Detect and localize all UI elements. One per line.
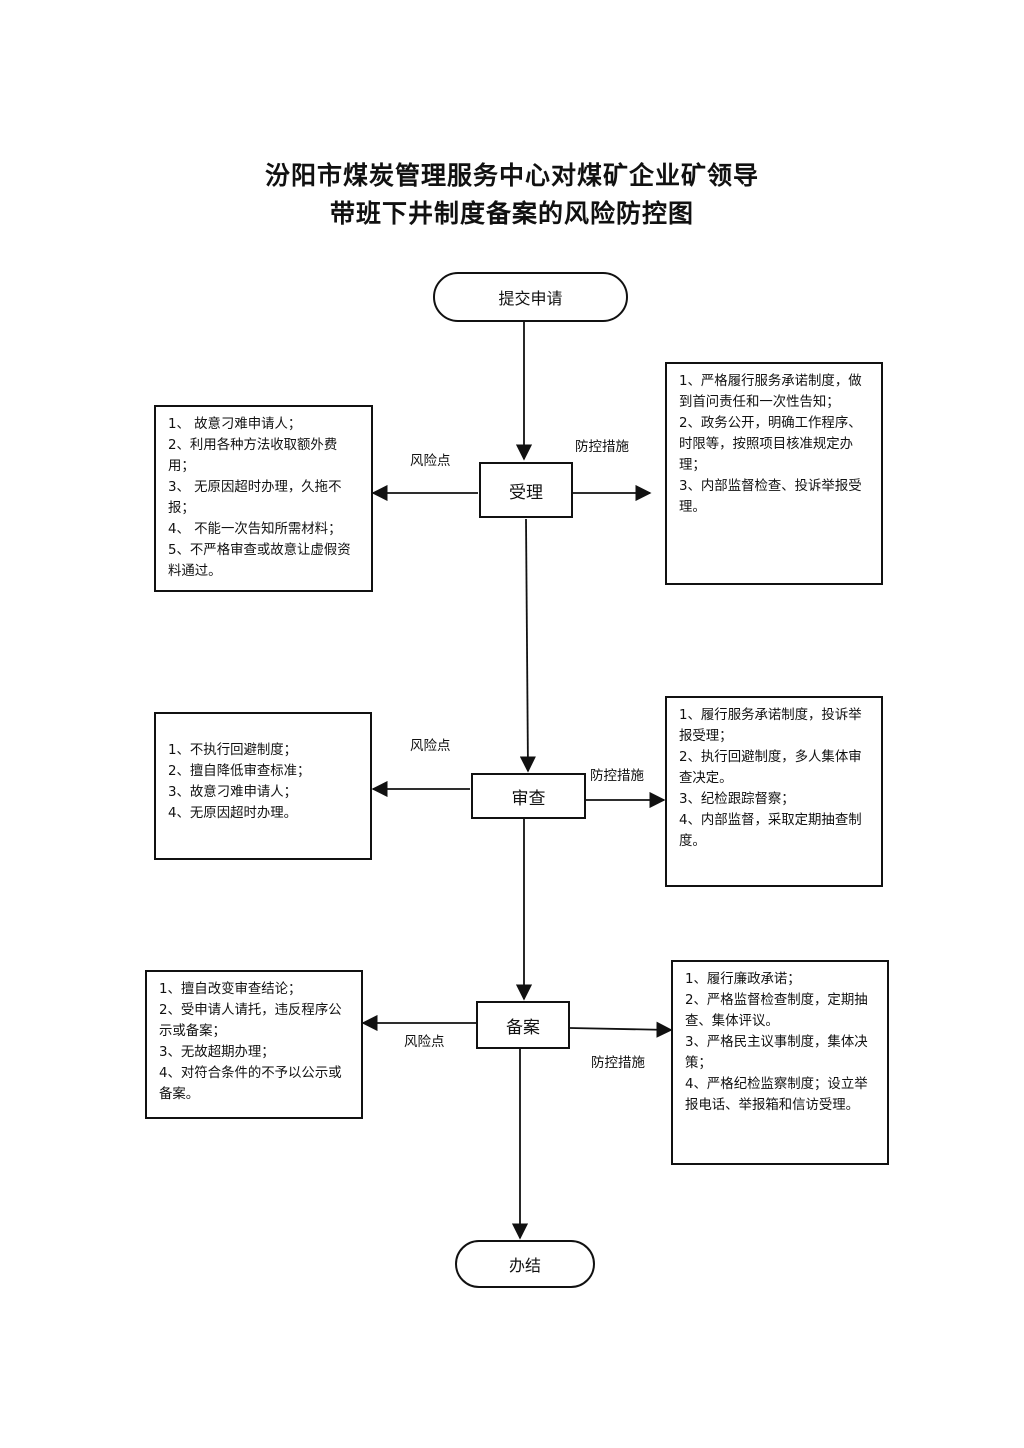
diagram-title-line-1: 汾阳市煤炭管理服务中心对煤矿企业矿领导: [264, 161, 759, 190]
risk-item: 3、故意刁难申请人；: [168, 785, 298, 800]
control-item: 4、严格纪检监察制度；设立举报电话、举报箱和信访受理。: [685, 1077, 868, 1113]
control-item: 2、执行回避制度，多人集体审查决定。: [679, 750, 862, 786]
control-item: 3、纪检跟踪督察；: [679, 792, 795, 807]
control-label-review: 防控措施: [590, 768, 644, 784]
arrow-filing-to-controls: [569, 1021, 673, 1038]
step-accept: 受理: [479, 462, 573, 518]
control-item: 4、内部监督，采取定期抽查制度。: [679, 813, 862, 849]
control-box-review: 1、履行服务承诺制度，投诉举报受理； 2、执行回避制度，多人集体审查决定。 3、…: [665, 696, 883, 887]
risk-item: 2、利用各种方法收取额外费用；: [168, 438, 338, 474]
control-label-accept: 防控措施: [575, 439, 629, 455]
arrow-accept-to-review: [519, 518, 536, 773]
risk-label-review: 风险点: [410, 738, 451, 754]
step-accept-label: 受理: [509, 482, 543, 503]
risk-item: 5、不严格审查或故意让虚假资料通过。: [168, 543, 351, 579]
diagram-title-line-2: 带班下井制度备案的风险防控图: [329, 199, 694, 228]
risk-item: 2、擅自降低审查标准；: [168, 764, 311, 779]
control-box-accept: 1、严格履行服务承诺制度，做到首问责任和一次性告知； 2、政务公开，明确工作程序…: [665, 362, 883, 585]
control-label-filing: 防控措施: [591, 1055, 645, 1071]
control-item: 2、严格监督检查制度，定期抽查、集体评议。: [685, 993, 868, 1029]
risk-item: 1、 故意刁难申请人；: [168, 417, 302, 432]
control-box-filing: 1、履行廉政承诺； 2、严格监督检查制度，定期抽查、集体评议。 3、严格民主议事…: [671, 960, 889, 1165]
risk-item: 2、受申请人请托，违反程序公示或备案；: [159, 1003, 342, 1039]
risk-box-filing: 1、擅自改变审查结论； 2、受申请人请托，违反程序公示或备案； 3、无故超期办理…: [145, 970, 363, 1119]
risk-item: 4、 不能一次告知所需材料；: [168, 522, 342, 537]
end-node-label: 办结: [508, 1256, 541, 1275]
start-node: 提交申请: [433, 272, 628, 322]
control-item: 1、履行廉政承诺；: [685, 972, 801, 987]
control-item: 3、严格民主议事制度，集体决策；: [685, 1035, 868, 1071]
risk-item: 1、不执行回避制度；: [168, 743, 298, 758]
risk-box-accept: 1、 故意刁难申请人； 2、利用各种方法收取额外费用； 3、 无原因超时办理，久…: [154, 405, 373, 592]
step-filing: 备案: [476, 1001, 570, 1049]
risk-item: 4、对符合条件的不予以公示或备案。: [159, 1066, 342, 1102]
control-item: 1、履行服务承诺制度，投诉举报受理；: [679, 708, 862, 744]
control-item: 1、严格履行服务承诺制度，做到首问责任和一次性告知；: [679, 374, 862, 410]
step-review: 审查: [471, 773, 586, 819]
end-node: 办结: [455, 1240, 595, 1288]
risk-label-accept: 风险点: [410, 453, 451, 469]
risk-box-review: 1、不执行回避制度； 2、擅自降低审查标准； 3、故意刁难申请人； 4、无原因超…: [154, 712, 372, 860]
risk-item: 4、无原因超时办理。: [168, 806, 298, 821]
start-node-label: 提交申请: [498, 289, 563, 308]
step-filing-label: 备案: [506, 1017, 540, 1038]
risk-item: 1、擅自改变审查结论；: [159, 982, 302, 997]
control-item: 2、政务公开，明确工作程序、时限等，按照项目核准规定办理；: [679, 416, 862, 473]
risk-item: 3、无故超期办理；: [159, 1045, 275, 1060]
risk-item: 3、 无原因超时办理，久拖不报；: [168, 480, 342, 516]
step-review-label: 审查: [511, 788, 546, 809]
risk-label-filing: 风险点: [404, 1034, 445, 1050]
control-item: 3、内部监督检查、投诉举报受理。: [679, 479, 862, 515]
